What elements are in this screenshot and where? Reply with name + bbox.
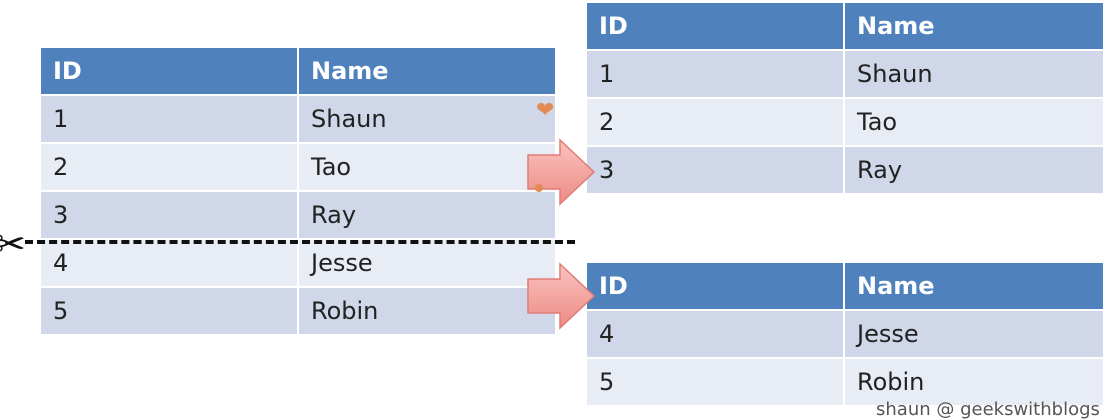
credit-watermark: shaun @ geekswithblogs: [876, 399, 1100, 420]
heart-icon: ❤: [536, 98, 555, 123]
right-arrow-icon: [527, 262, 596, 330]
header-id: ID: [40, 47, 298, 95]
cell-name: Tao: [844, 98, 1104, 146]
header-id: ID: [586, 262, 844, 310]
source-table: ID Name 1 Shaun 2 Tao 3 Ray 4 Jesse 5 Ro…: [40, 47, 556, 335]
cell-name: Tao: [298, 143, 556, 191]
cell-id: 5: [586, 358, 844, 406]
cut-line: [25, 240, 575, 244]
cell-id: 2: [586, 98, 844, 146]
cell-name: Ray: [298, 191, 556, 239]
cell-name: Jesse: [298, 239, 556, 287]
right-arrow-icon: [527, 138, 596, 206]
header-name: Name: [844, 2, 1104, 50]
cell-name: Ray: [844, 146, 1104, 194]
cell-name: Jesse: [844, 310, 1104, 358]
cell-id: 1: [40, 95, 298, 143]
split-table-bottom: ID Name 4 Jesse 5 Robin: [586, 262, 1104, 406]
header-name: Name: [298, 47, 556, 95]
header-name: Name: [844, 262, 1104, 310]
cell-name: Shaun: [298, 95, 556, 143]
header-id: ID: [586, 2, 844, 50]
cell-id: 3: [40, 191, 298, 239]
cell-id: 4: [40, 239, 298, 287]
cell-name: Robin: [844, 358, 1104, 406]
cell-name: Shaun: [844, 50, 1104, 98]
cell-name: Robin: [298, 287, 556, 335]
scissors-icon: ✂: [0, 222, 26, 266]
cell-id: 3: [586, 146, 844, 194]
cell-id: 1: [586, 50, 844, 98]
split-table-top: ID Name 1 Shaun 2 Tao 3 Ray: [586, 2, 1104, 194]
cell-id: 2: [40, 143, 298, 191]
marker-dot: [535, 184, 543, 192]
cell-id: 4: [586, 310, 844, 358]
cell-id: 5: [40, 287, 298, 335]
